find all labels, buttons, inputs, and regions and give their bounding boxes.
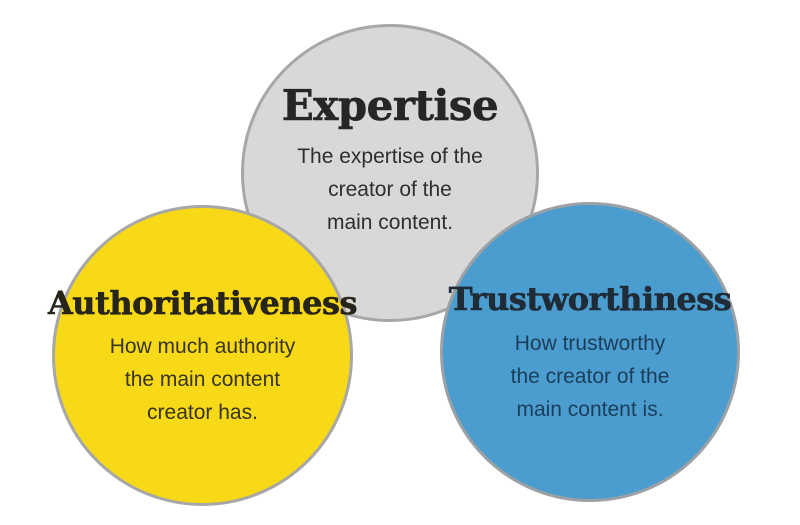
circle-title-expertise: Expertise	[281, 81, 499, 131]
description-line: creator has.	[147, 401, 258, 425]
circle-title-authoritativeness: Authoritativeness	[47, 283, 358, 322]
circle-description-trustworthiness: How trustworthy the creator of the main …	[511, 328, 670, 427]
circle-description-authoritativeness: How much authority the main content crea…	[110, 331, 296, 430]
circle-title-trustworthiness: Trustworthiness	[448, 280, 732, 319]
circle-description-expertise: The expertise of the creator of the main…	[297, 141, 483, 240]
circle-content-trustworthiness: Trustworthiness How trustworthy the crea…	[448, 280, 732, 427]
circle-content-authoritativeness: Authoritativeness How much authority the…	[47, 283, 358, 431]
description-line: main content is.	[516, 397, 664, 421]
description-line: creator of the	[328, 177, 452, 201]
description-line: the creator of the	[510, 364, 670, 388]
description-line: How much authority	[109, 335, 296, 359]
description-line: How trustworthy	[514, 331, 666, 355]
circle-content-expertise: Expertise The expertise of the creator o…	[281, 81, 499, 240]
description-line: The expertise of the	[297, 144, 483, 168]
description-line: main content.	[326, 210, 454, 234]
venn-circle-trustworthiness: Trustworthiness How trustworthy the crea…	[440, 202, 740, 502]
venn-circle-authoritativeness: Authoritativeness How much authority the…	[48, 205, 358, 506]
description-line: the main content	[124, 368, 281, 392]
